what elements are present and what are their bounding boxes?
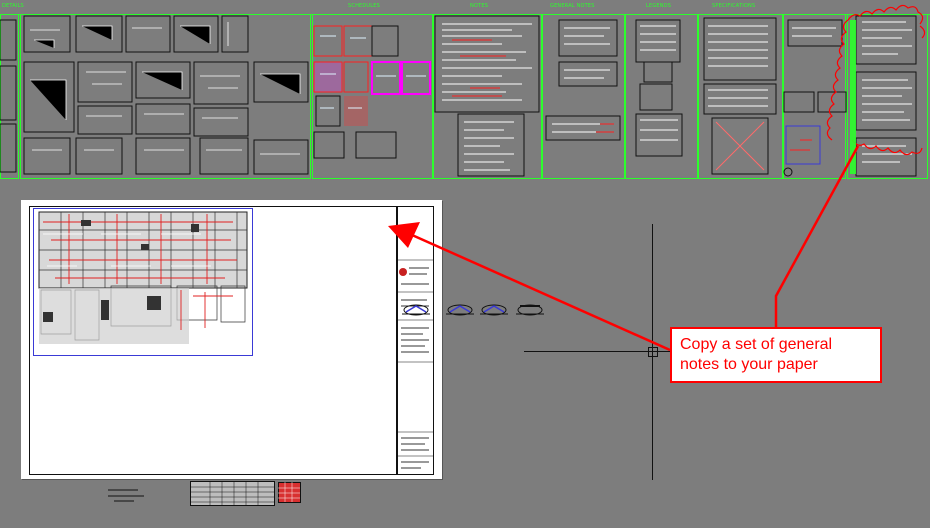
section-label-schedules: SCHEDULES	[348, 3, 381, 9]
sheet-strip-drawing	[0, 4, 930, 179]
arrow-line-to-paper	[411, 233, 671, 352]
callout-line-1: Copy a set of general	[680, 336, 833, 353]
crosshair-cursor-vertical	[652, 224, 653, 480]
instruction-callout: Copy a set of general notes to your pape…	[670, 327, 882, 383]
section-label-notes: NOTES	[470, 3, 489, 9]
paper-layout[interactable]	[21, 200, 442, 479]
scale-bar	[108, 489, 144, 502]
pickbox-icon	[648, 347, 658, 357]
sheet-thumbnail-strip: DETAILS SCHEDULES NOTES GENERAL NOTES LE…	[0, 0, 930, 180]
section-label-specifications: SPECIFICATIONS	[712, 3, 756, 9]
section-label-general-notes: GENERAL NOTES	[550, 3, 595, 9]
section-label-details: DETAILS	[2, 3, 24, 9]
section-label-legends: LEGENDS	[646, 3, 672, 9]
arrow-line-from-notes	[774, 145, 860, 330]
plumbing-symbols	[402, 304, 544, 316]
callout-line-2: notes to your paper	[680, 356, 818, 373]
revision-cloud-icon	[826, 4, 926, 156]
arrow-icon	[388, 222, 420, 248]
schedule-table-thumbnail	[190, 481, 301, 506]
crosshair-cursor-icon	[524, 351, 684, 352]
paper-layout-drawing	[29, 206, 434, 475]
